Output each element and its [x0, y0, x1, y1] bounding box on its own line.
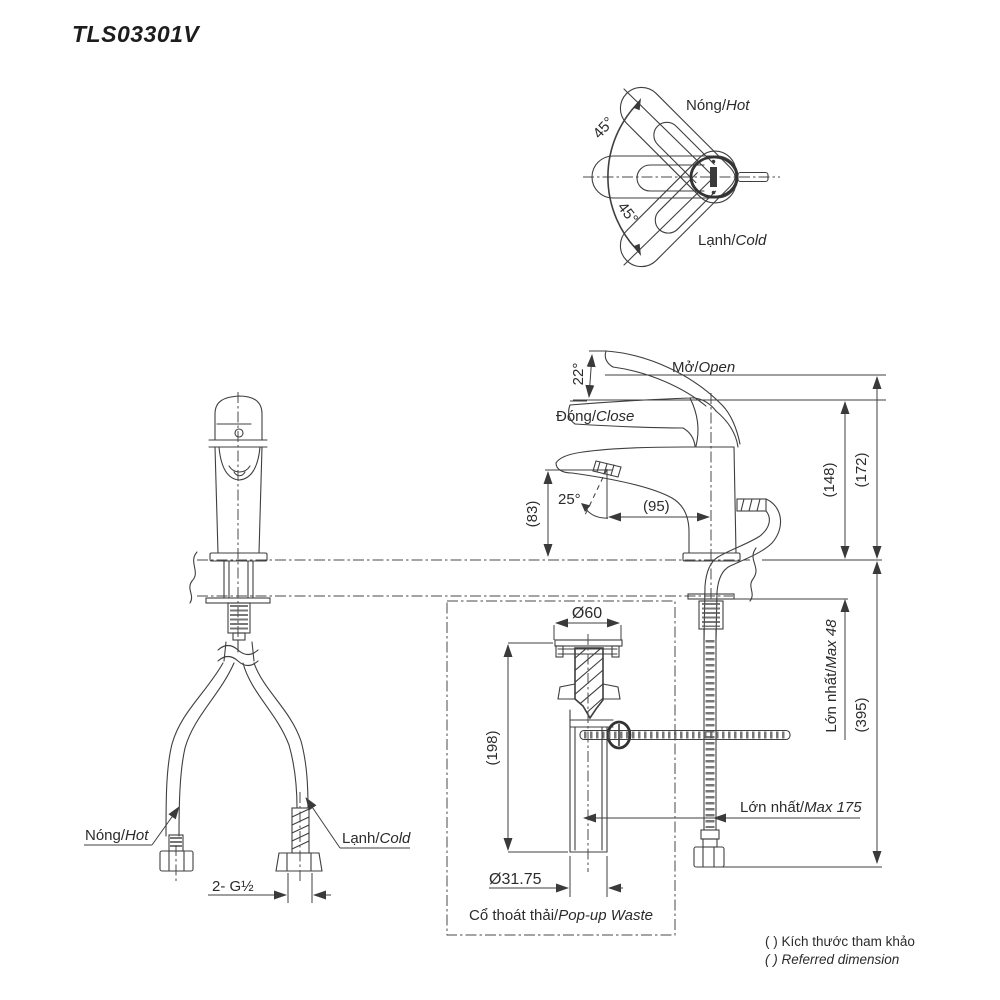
- pivot-dot-bottom: [711, 190, 716, 195]
- hose-end-collar: [702, 838, 718, 848]
- closed-lever-tip: [568, 404, 576, 425]
- handle-pivot: [689, 155, 739, 199]
- spout-tip: [555, 462, 573, 474]
- popup-waste-box: Ø60: [446, 600, 791, 936]
- wing-right: [602, 683, 621, 700]
- pivot-dot-top: [711, 159, 716, 164]
- model-number: TLS03301V: [72, 21, 200, 47]
- hose-break-1: [217, 644, 259, 656]
- base-flange-side: [682, 552, 741, 562]
- handle-position-cold: [619, 86, 737, 204]
- wing-left: [557, 683, 576, 700]
- hose-end-nut: [693, 846, 725, 868]
- spout-stem: [737, 171, 769, 183]
- faucet-front-view: [205, 392, 271, 667]
- base-flange-front: [209, 552, 268, 562]
- spout-angle-arrow: [581, 503, 591, 512]
- side-shank-washer: [687, 593, 735, 600]
- popup-caption: Cổ thoát thải/Pop-up Waste: [469, 907, 653, 924]
- swing-arc: [607, 101, 640, 253]
- dim-148-label: (148): [821, 462, 838, 497]
- dome-inner-arc2: [233, 471, 246, 477]
- hot-hose-inner: [178, 662, 235, 837]
- footnote-vi: ( ) Kích thước tham khảo: [765, 934, 915, 949]
- closed-lever-top: [569, 397, 717, 412]
- dim-max175-label: Lớn nhất/Max 175: [740, 799, 862, 816]
- dim-83-label: (83): [524, 501, 541, 528]
- handle-cap: [214, 395, 263, 441]
- supply-hoses: Nóng/Hot Lạnh/Cold 2- G½: [84, 662, 411, 903]
- popup-rod: [579, 729, 791, 741]
- arc-arrow-up: [633, 98, 641, 111]
- open-lever-top: [605, 350, 741, 445]
- installation-dimensions: Lớn nhất/Max 48 (395) Lớn nhất/Max 175: [583, 561, 882, 868]
- cold-hose-inner: [242, 662, 298, 809]
- dim-60-label: Ø60: [572, 605, 602, 622]
- knob-lower: [682, 427, 696, 447]
- angle-22: 22°: [570, 363, 587, 386]
- label-hot-top: Nóng/Hot: [686, 97, 750, 114]
- aerator-outlet: [592, 460, 622, 478]
- popup-box-border: [446, 600, 676, 936]
- hot-hose-outer: [165, 662, 224, 837]
- knob-outer: [715, 410, 739, 448]
- pivot-bar: [710, 167, 717, 187]
- dim-3175-label: Ø31.75: [489, 871, 542, 888]
- body-dome: [218, 446, 261, 481]
- open-lever-tip: [604, 350, 614, 368]
- footnote: ( ) Kích thước tham khảo ( ) Referred di…: [765, 934, 915, 967]
- hose-break-2: [217, 655, 259, 667]
- handle-screw: [234, 428, 244, 438]
- waste-plug: [574, 647, 604, 720]
- faucet-side-view: Mở/Open Đóng/Close 22° 25° (95) (83) (14…: [524, 350, 886, 868]
- counter-deck: [189, 547, 882, 604]
- hot-leader: [151, 806, 180, 846]
- deck-break-right: [749, 547, 757, 602]
- body-left-edge: [214, 446, 219, 554]
- label-cold-supply: Lạnh/Cold: [342, 830, 411, 847]
- radius-line-down: [623, 176, 715, 266]
- angle-25: 25°: [558, 491, 581, 508]
- side-mounting-nut: [698, 600, 724, 630]
- nut-cap: [232, 632, 246, 641]
- body-right-edge: [258, 446, 263, 554]
- angle-45-upper: 45°: [590, 114, 618, 142]
- handle-position-hot: [619, 150, 737, 268]
- hose-bend-outer: [715, 498, 782, 641]
- dim-395-label: (395): [853, 697, 870, 732]
- closed-lever-bottom: [574, 423, 684, 429]
- arc-arrow-down: [633, 243, 641, 256]
- dim-95-label: (95): [643, 498, 670, 515]
- body-back-edge: [733, 446, 737, 554]
- handle-top-view: Nóng/Hot Lạnh/Cold 45° 45°: [583, 86, 780, 268]
- deck-break-left: [189, 551, 198, 604]
- dim-22deg: [585, 354, 596, 398]
- dim-172-label: (172): [853, 452, 870, 487]
- cold-hose-outer: [253, 662, 309, 809]
- label-thread-size: 2- G½: [212, 878, 254, 895]
- dome-inner-arc: [228, 465, 251, 473]
- dim-198-label: (198): [484, 730, 501, 765]
- bracket-right: [611, 645, 620, 658]
- hose-end-fitting: [700, 829, 720, 840]
- label-cold-top: Lạnh/Cold: [698, 232, 767, 249]
- dim-max48-label: Lớn nhất/Max 48: [823, 619, 840, 733]
- cold-leader: [305, 797, 341, 849]
- bracket-left: [555, 645, 564, 658]
- cold-nut: [275, 852, 323, 872]
- knob-inner: [689, 397, 699, 447]
- label-open: Mở/Open: [672, 359, 735, 376]
- hose-bend-inner: [703, 510, 770, 641]
- footnote-en: ( ) Referred dimension: [765, 952, 899, 967]
- label-close: Đóng/Close: [556, 408, 634, 425]
- spout-top: [555, 446, 685, 464]
- label-hot-supply: Nóng/Hot: [85, 827, 149, 844]
